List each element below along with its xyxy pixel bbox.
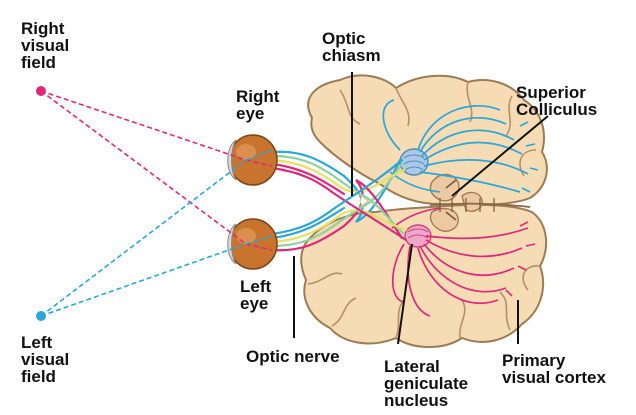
optic-nerve-label: Optic nerve xyxy=(246,348,340,365)
lateral-geniculate-nucleus-label: Lateral geniculate nucleus xyxy=(384,358,468,409)
right-visual-field-label: Right visual field xyxy=(21,20,69,71)
left-visual-field-point xyxy=(36,311,46,321)
optic-chiasm-label: Optic chiasm xyxy=(322,30,381,64)
right-eye-label: Right eye xyxy=(236,88,279,122)
right-visual-field-point xyxy=(36,86,46,96)
left-eye xyxy=(228,219,277,269)
superior-colliculus-label: Superior Colliculus xyxy=(516,84,597,118)
primary-visual-cortex-label: Primary visual cortex xyxy=(502,352,606,386)
left-visual-field-label: Left visual field xyxy=(21,334,69,385)
right-eye xyxy=(228,135,277,185)
left-eye-label: Left eye xyxy=(240,278,271,312)
